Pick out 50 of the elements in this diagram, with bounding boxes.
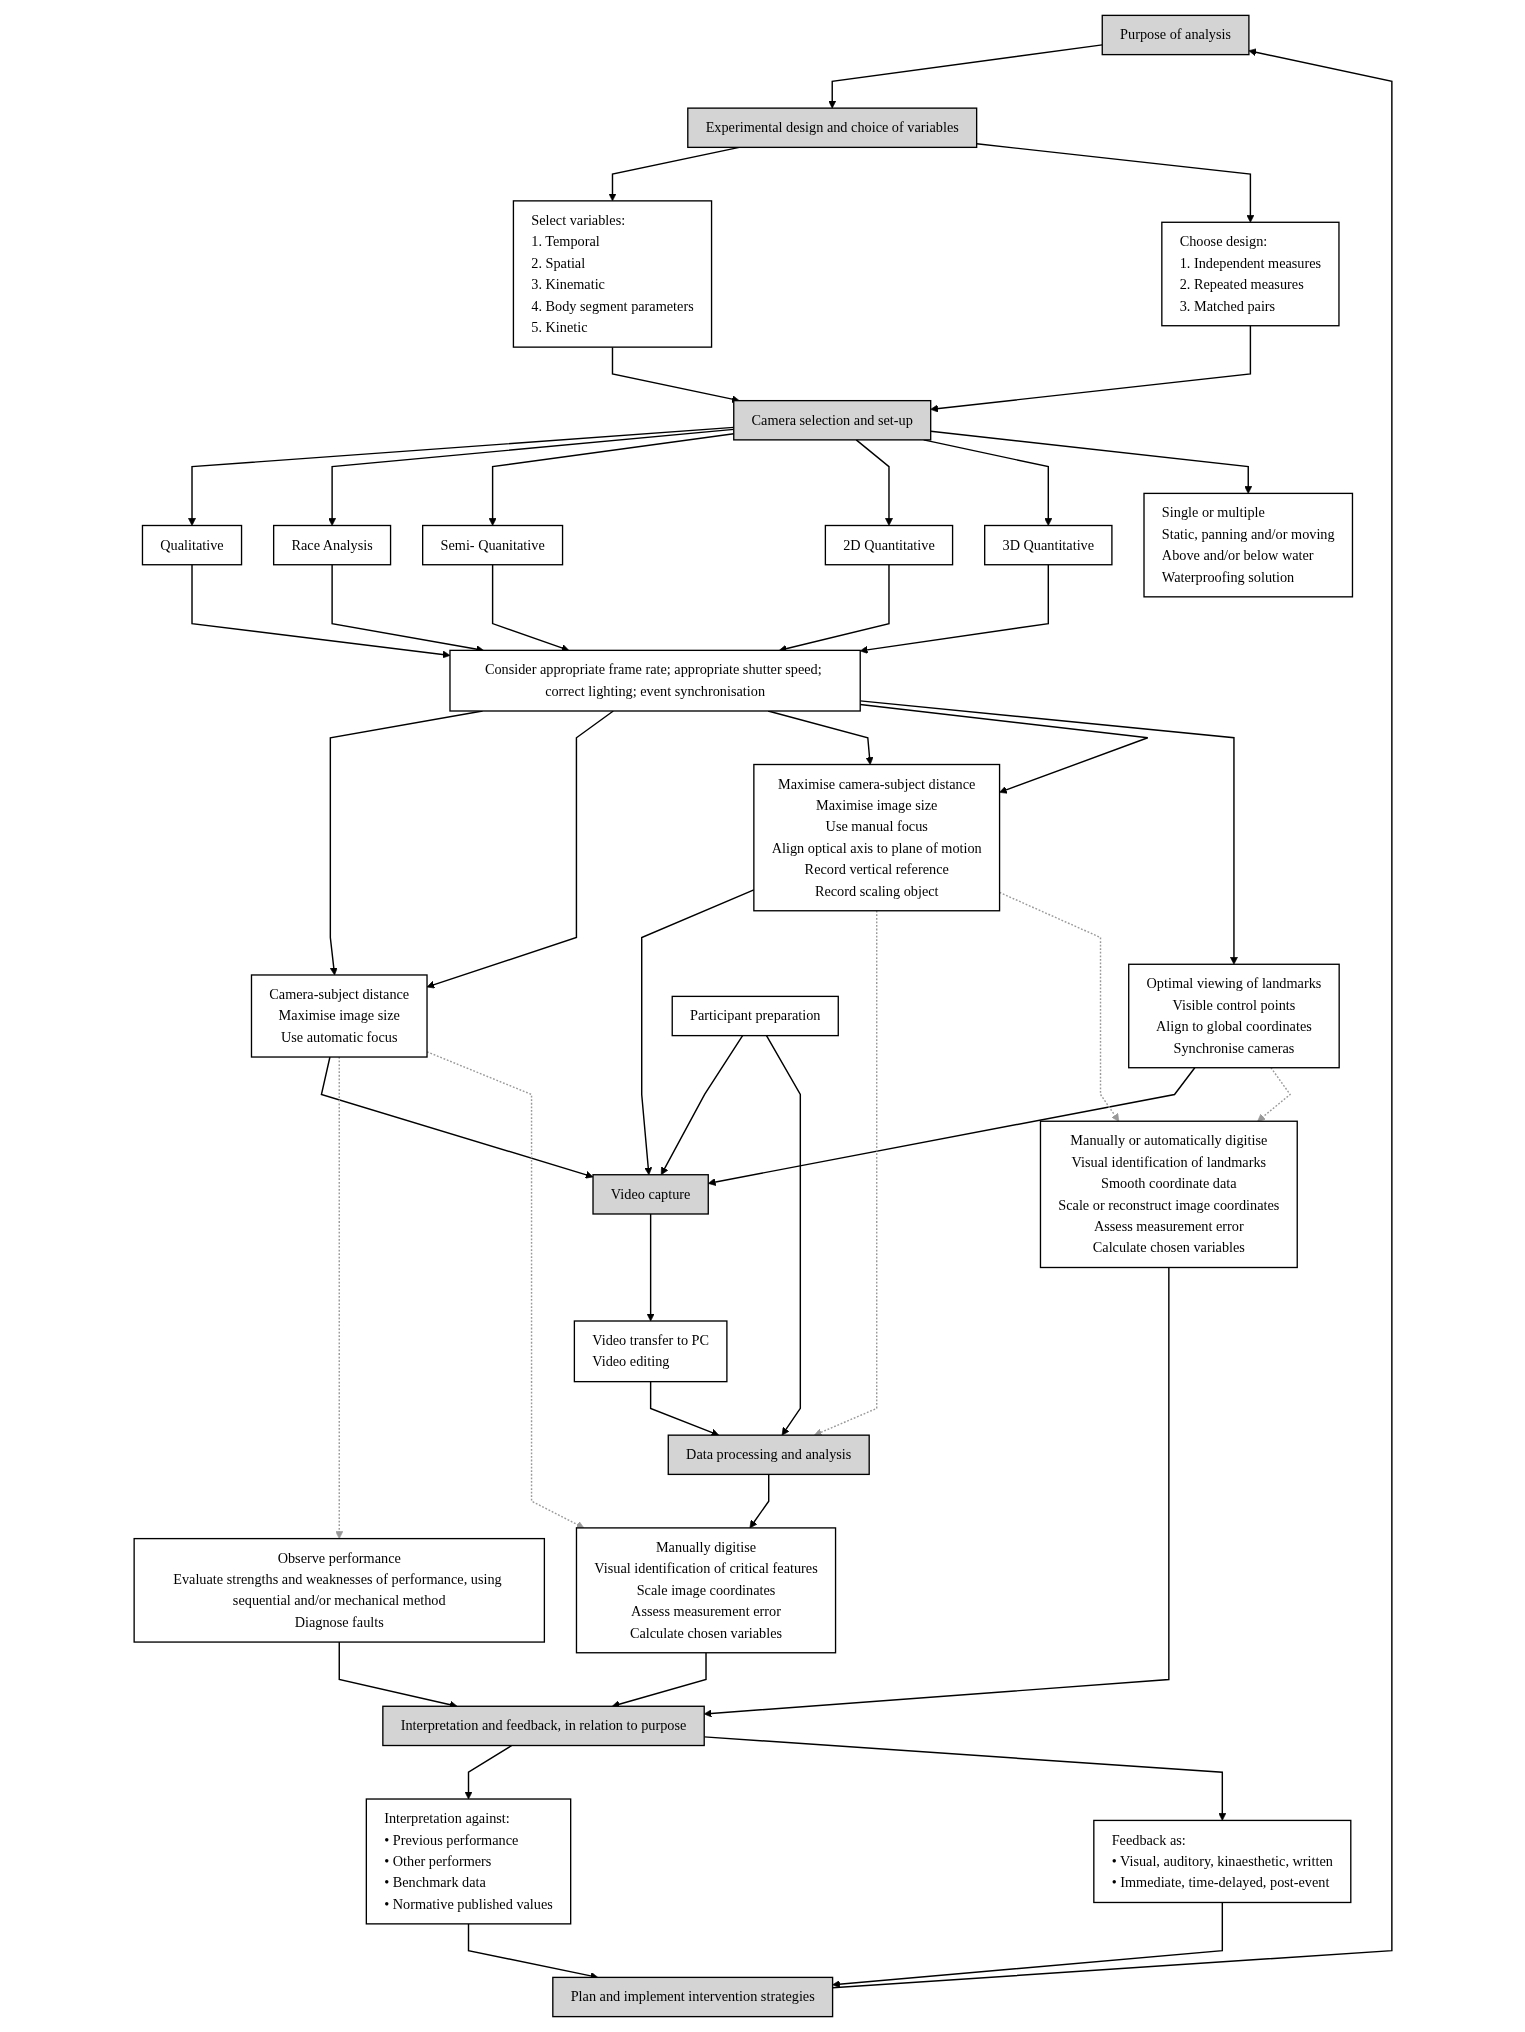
node-box: Camera-subject distance Maximise image size Use automatic focus (250, 974, 428, 1058)
arrow (749, 1473, 769, 1529)
node-box: Maximise camera-subject distance Maximise image size Use manual focus Align optical axis to plane of motion Record vertical reference Record scaling object (752, 763, 1000, 912)
arrow (190, 564, 450, 659)
arrow (320, 1056, 593, 1179)
arrow (859, 703, 1148, 794)
node-box: Optimal viewing of landmarks Visible control points Align to global coordinates Synchronise cameras (1127, 963, 1340, 1069)
node-box: Video transfer to PC Video editing (573, 1320, 728, 1383)
arrow (491, 564, 569, 652)
arrow (703, 1736, 1226, 1821)
arrow (649, 1380, 719, 1437)
arrow (660, 1034, 743, 1176)
arrow (707, 1067, 1195, 1186)
node-box: Qualitative (141, 524, 242, 566)
arrow (488, 433, 734, 526)
node-box: Purpose of analysis (1101, 14, 1250, 56)
arrow (464, 1744, 512, 1800)
node-box: Interpretation and feedback, in relation to purpose (381, 1705, 705, 1747)
arrow (646, 1213, 655, 1322)
node-box: Manually or automatically digitise Visual identification of landmarks Smooth coordinate data Scale or reconstruct image coordinates Assess measurement error Calculate chosen variables (1039, 1120, 1298, 1269)
arrow (855, 439, 893, 526)
node-box: Interpretation against: • Previous performance • Other performers • Benchmark data • Normative published values (365, 1798, 571, 1925)
node-box: Observe performance Evaluate strengths and weaknesses of performance, using sequential and/or mechanical method Diagnose faults (132, 1537, 545, 1643)
arrow (703, 1266, 1170, 1718)
node-box: Camera selection and set-up (732, 399, 931, 441)
node-box: Semi- Quanitative (421, 524, 563, 566)
node-box: Experimental design and choice of variables (686, 107, 977, 149)
arrow (327, 428, 734, 526)
arrow (187, 426, 734, 526)
node-box: Single or multiple Static, panning and/or moving Above and/or below water Waterproofing solution (1142, 492, 1353, 598)
arrow (859, 700, 1238, 965)
arrow (1256, 1067, 1291, 1122)
node-box: Choose design: 1. Independent measures 2. Repeated measures 3. Matched pairs (1160, 221, 1340, 327)
node-box: Participant preparation (671, 995, 839, 1037)
node-box: 2D Quantitative (824, 524, 953, 566)
node-box: Data processing and analysis (667, 1434, 870, 1476)
node-box: Plan and implement intervention strategies (551, 1976, 833, 2018)
arrow (975, 143, 1254, 223)
node-box: Feedback as: • Visual, auditory, kinaesthetic, written • Immediate, time-delayed, post-event (1092, 1819, 1351, 1904)
arrow (426, 710, 614, 989)
arrow (859, 564, 1049, 654)
node-box: Consider appropriate frame rate; appropriate shutter speed; correct lighting; event synchronisation (448, 649, 861, 712)
node-box: Video capture (591, 1174, 709, 1215)
arrow (765, 1034, 801, 1436)
node-box: Race Analysis (272, 524, 391, 566)
node-box: Select variables: 1. Temporal 2. Spatial 3. Kinematic 4. Body segment parameters 5. Kinetic (512, 200, 712, 348)
node-box: Manually digitise Visual identification of critical features Scale image coordinates Assess measurement error Calculate chosen variables (575, 1527, 836, 1654)
arrow (813, 910, 877, 1436)
arrow (611, 346, 740, 403)
node-box: 3D Quantitative (983, 524, 1113, 566)
